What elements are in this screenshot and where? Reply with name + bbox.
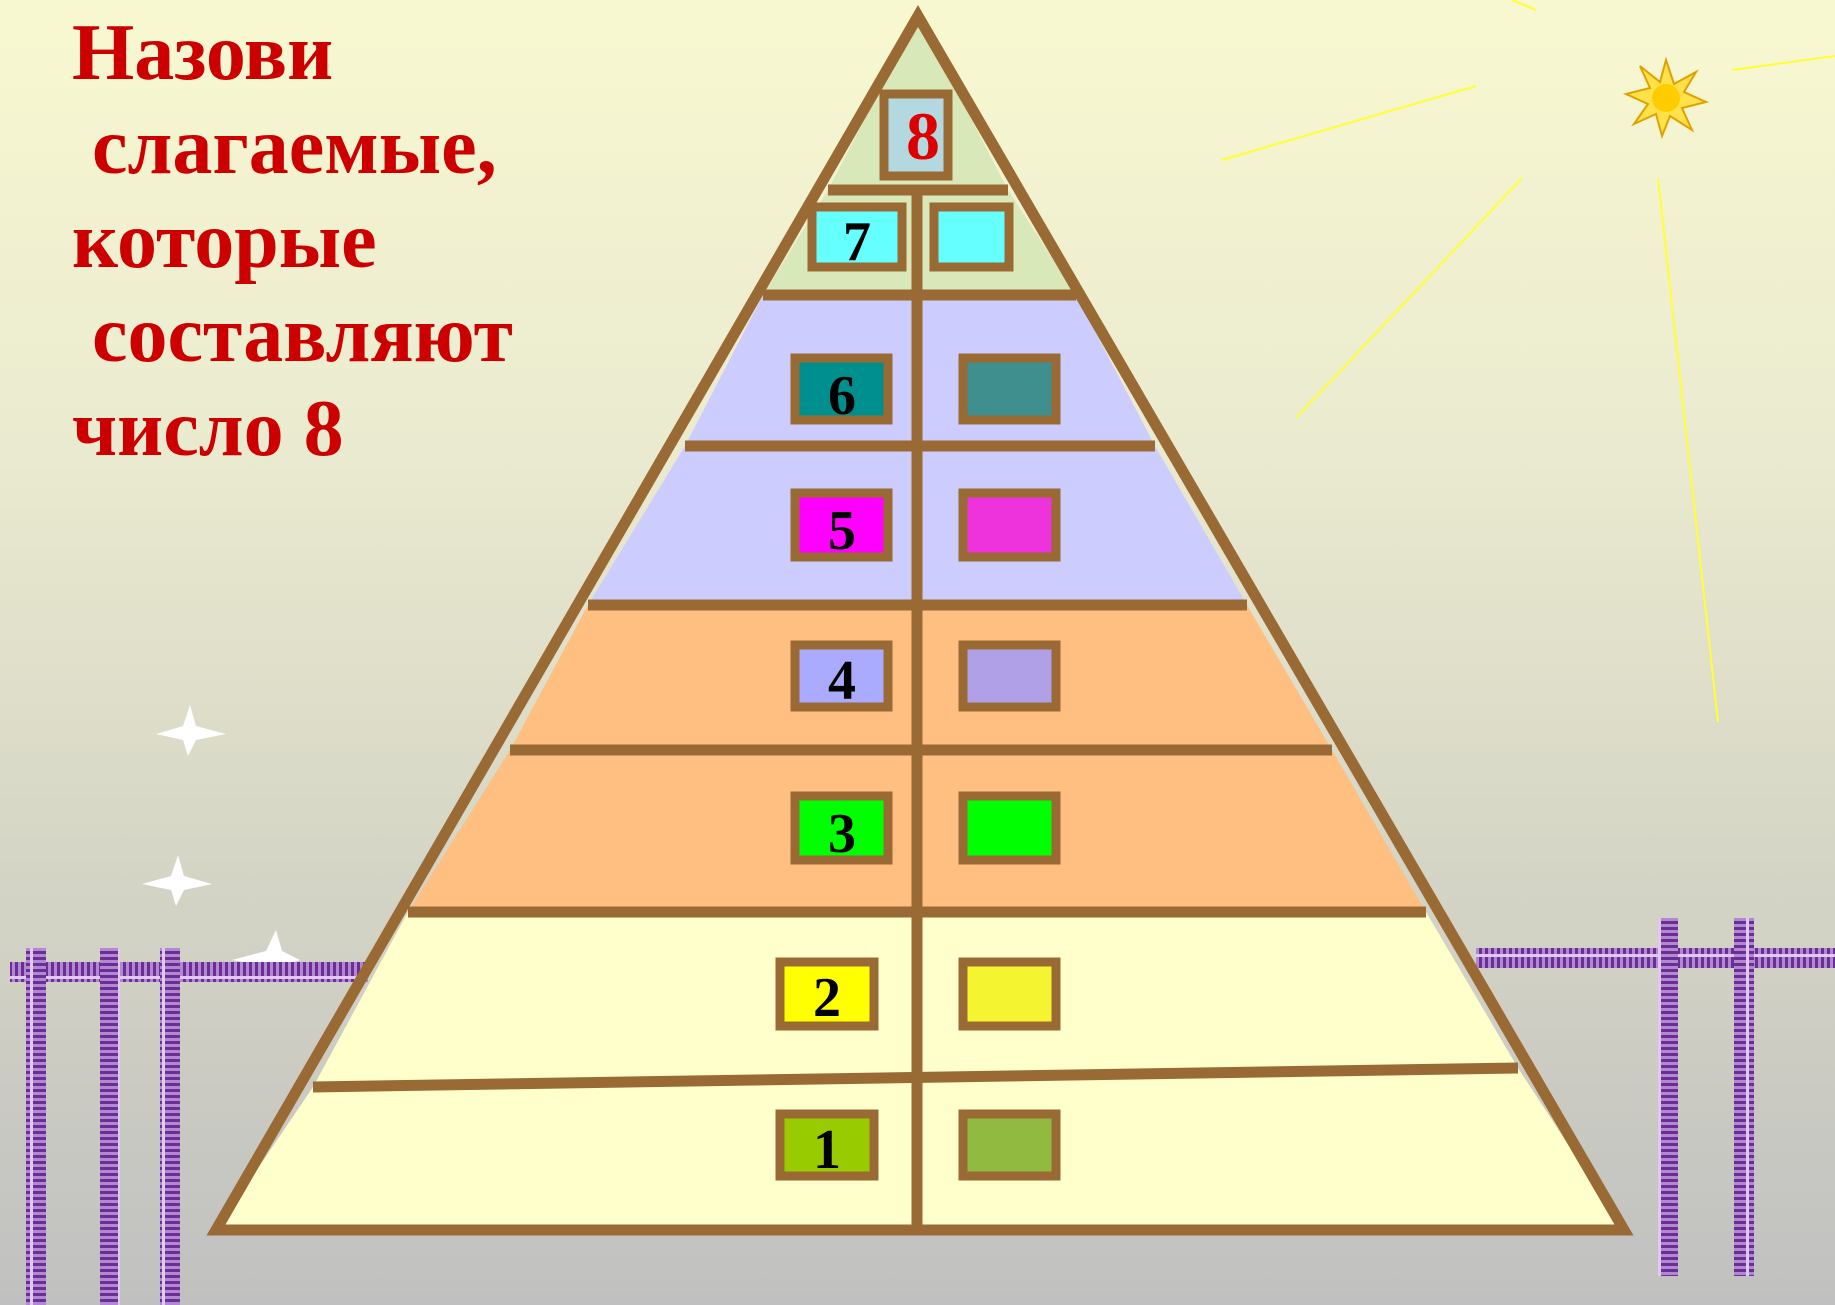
fence-post (1734, 918, 1754, 1276)
cell-row-7-number: 7 (843, 211, 871, 273)
fence-rail (10, 962, 368, 982)
cell-row-1-right[interactable] (963, 1114, 1056, 1176)
cell-top[interactable]: 8 (884, 94, 948, 176)
sparkle-stars (142, 705, 300, 982)
cell-row-3-number: 3 (828, 803, 856, 865)
sun-ray (1658, 178, 1718, 722)
sun-ray (1512, 0, 1536, 10)
sun-rays (1222, 0, 1835, 722)
fence-post (100, 948, 120, 1305)
fence-post (160, 948, 180, 1305)
star-icon (142, 855, 212, 906)
sun-ray (1296, 178, 1522, 418)
sun-icon (1626, 60, 1706, 136)
cell-row-5-number: 5 (828, 500, 856, 562)
cell-row-2-right[interactable] (963, 962, 1056, 1026)
fence-rail (1476, 948, 1835, 968)
sun-ray (1222, 86, 1476, 160)
cell-row-2-number: 2 (813, 967, 841, 1029)
cell-top-number: 8 (906, 98, 940, 174)
cell-row-5-right[interactable] (963, 493, 1056, 557)
cell-row-3-right[interactable] (963, 796, 1056, 860)
fence-post (1658, 918, 1678, 1276)
cell-row-4-right[interactable] (963, 645, 1056, 707)
cell-row-6-right[interactable] (963, 358, 1056, 420)
fence-post (26, 948, 46, 1305)
cell-row-1-number: 1 (813, 1119, 841, 1181)
star-icon (156, 705, 226, 756)
cell-row-4-number: 4 (828, 650, 856, 712)
cell-row-6-number: 6 (828, 365, 856, 427)
sun-ray (1732, 56, 1835, 70)
cell-row-7-right[interactable] (934, 207, 1009, 267)
